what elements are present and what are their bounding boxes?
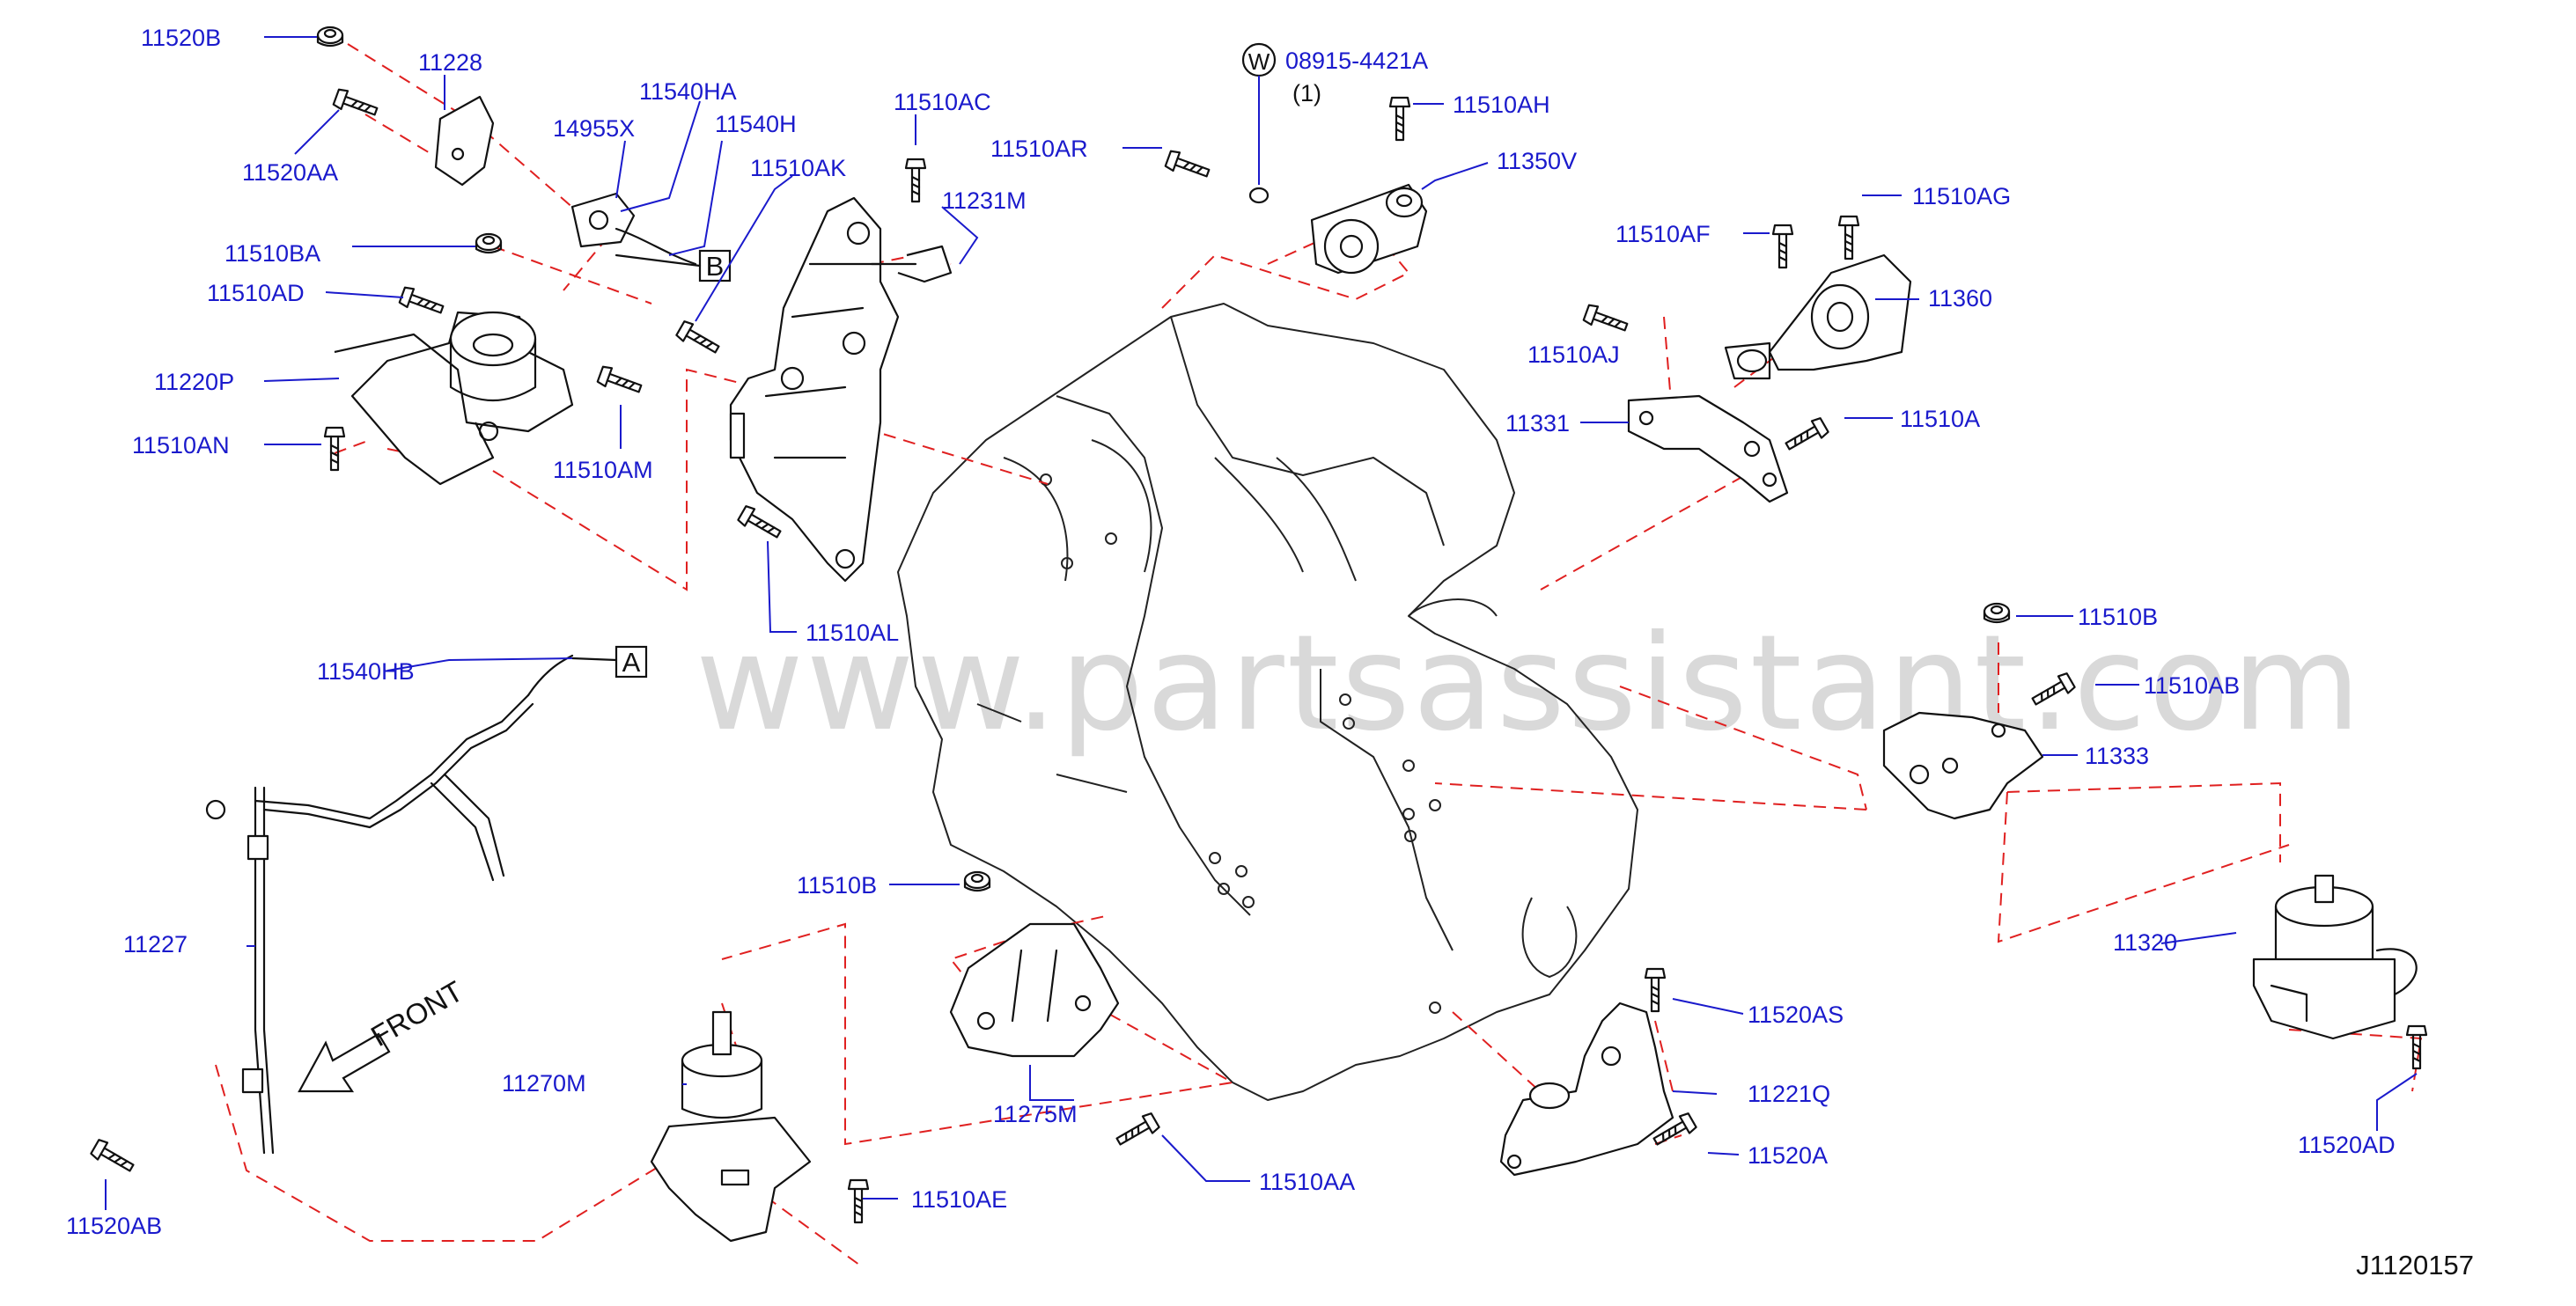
callout-11510AR[interactable]: 11510AR <box>990 136 1088 162</box>
callout-11520A[interactable]: 11520A <box>1748 1142 1828 1169</box>
callout-11520B[interactable]: 11520B <box>141 25 221 51</box>
engine-mount-11220P[interactable] <box>334 311 574 486</box>
callout-14955X[interactable]: 14955X <box>553 115 635 142</box>
bolt-11520AB[interactable] <box>89 1137 138 1178</box>
callout-11221Q[interactable]: 11221Q <box>1748 1081 1830 1107</box>
callout-11510AM[interactable]: 11510AM <box>553 457 653 483</box>
nut-11510BA[interactable] <box>475 232 503 254</box>
callout-11331[interactable]: 11331 <box>1505 410 1570 437</box>
callout-11510AK[interactable]: 11510AK <box>750 155 846 181</box>
bolt-11510A[interactable] <box>1781 415 1830 456</box>
bolt-11510AR[interactable] <box>1163 148 1212 184</box>
mount-11221Q[interactable] <box>1499 1002 1674 1177</box>
bolt-11510AH[interactable] <box>1388 96 1411 142</box>
bracket-11275M[interactable] <box>949 922 1120 1058</box>
callout-11510AL[interactable]: 11510AL <box>806 620 899 646</box>
engine-holes <box>1040 473 1441 1014</box>
washer-qty: (1) <box>1292 80 1321 106</box>
bracket-11333[interactable] <box>1882 711 2044 820</box>
front-label: FRONT <box>365 974 468 1053</box>
callout-11510AG[interactable]: 11510AG <box>1912 183 2011 209</box>
callout-11520AS[interactable]: 11520AS <box>1748 1002 1844 1028</box>
bolt-11510AE[interactable] <box>847 1178 870 1224</box>
callout-11333[interactable]: 11333 <box>2085 743 2149 769</box>
callout-11228[interactable]: 11228 <box>418 49 482 76</box>
bolt-11510AG[interactable] <box>1837 215 1860 260</box>
callout-11510AH[interactable]: 11510AH <box>1453 92 1550 118</box>
bracket-11231M[interactable] <box>729 196 953 583</box>
callout-11520AA[interactable]: 11520AA <box>242 159 338 186</box>
callout-11510B-right[interactable]: 11510B <box>2078 604 2158 630</box>
bolt-11520AD[interactable] <box>2405 1024 2428 1070</box>
tube-11227[interactable] <box>205 654 574 1155</box>
callout-11510BA[interactable]: 11510BA <box>224 240 320 267</box>
callout-11270M[interactable]: 11270M <box>502 1070 586 1097</box>
callout-11510AB[interactable]: 11510AB <box>2144 672 2240 699</box>
washer-08915-4421A[interactable] <box>1248 187 1270 204</box>
diagram-code: J1120157 <box>2356 1250 2474 1280</box>
callout-11520AB[interactable]: 11520AB <box>66 1213 162 1239</box>
front-arrow: FRONT <box>298 974 468 1093</box>
bracket-11228[interactable] <box>434 95 495 187</box>
washer-symbol: W <box>1241 42 1277 77</box>
torque-rod-11350V[interactable] <box>1310 183 1428 275</box>
nut-11510B-right[interactable] <box>1983 602 2011 624</box>
bolt-11510AK[interactable] <box>674 319 724 359</box>
bolt-11510AJ[interactable] <box>1581 302 1630 338</box>
callout-11227[interactable]: 11227 <box>123 931 188 957</box>
mount-11270M[interactable] <box>650 1010 812 1243</box>
callout-11360[interactable]: 11360 <box>1928 285 1992 312</box>
bolt-11510AC[interactable] <box>904 158 927 203</box>
bolt-11510AD[interactable] <box>397 284 446 320</box>
callout-11510B-center[interactable]: 11510B <box>797 872 877 899</box>
bolt-11520AA[interactable] <box>331 86 380 122</box>
bolt-11510AN[interactable] <box>323 426 346 472</box>
leader-lines <box>105 36 2418 1210</box>
nut-11520B[interactable] <box>316 26 344 48</box>
callout-11540HB[interactable]: 11540HB <box>317 658 415 685</box>
bolt-11510AA[interactable] <box>1112 1111 1161 1151</box>
ref-box-b: B <box>698 249 732 282</box>
callout-11231M[interactable]: 11231M <box>942 187 1027 214</box>
callout-11510AC[interactable]: 11510AC <box>894 89 991 115</box>
callout-11510AJ[interactable]: 11510AJ <box>1527 341 1620 368</box>
engine-block <box>897 303 1638 1101</box>
bolt-11510AF[interactable] <box>1771 224 1794 269</box>
callout-11540H[interactable]: 11540H <box>715 111 797 137</box>
callout-11510AD[interactable]: 11510AD <box>207 280 305 306</box>
mount-11360[interactable] <box>1724 253 1912 380</box>
bolt-11510AM[interactable] <box>595 363 644 400</box>
nut-11510B-center[interactable] <box>963 870 991 892</box>
callout-11540HA[interactable]: 11540HA <box>639 78 737 105</box>
callout-11520AD[interactable]: 11520AD <box>2298 1132 2396 1158</box>
callout-11220P[interactable]: 11220P <box>154 369 234 395</box>
svg-text:B: B <box>706 251 725 282</box>
solenoid-14955X[interactable] <box>570 192 697 266</box>
callout-11510AE[interactable]: 11510AE <box>911 1186 1007 1213</box>
callout-labels: 11520B 11228 11520AA 11540HA 14955X 1154… <box>66 25 2396 1239</box>
callout-11510AA[interactable]: 11510AA <box>1259 1169 1355 1195</box>
ref-box-a: A <box>615 645 648 679</box>
watermark: www.partsassistant.com <box>696 607 2363 760</box>
callout-11350V[interactable]: 11350V <box>1497 148 1577 174</box>
callout-11510A[interactable]: 11510A <box>1900 406 1980 432</box>
mount-11320[interactable] <box>2252 874 2418 1040</box>
callout-11510AF[interactable]: 11510AF <box>1616 221 1711 247</box>
callout-08915-4421A[interactable]: 08915-4421A <box>1285 48 1428 74</box>
bracket-11331[interactable] <box>1627 394 1789 503</box>
bolt-11510AL[interactable] <box>736 503 785 544</box>
callout-11510AN[interactable]: 11510AN <box>132 432 230 459</box>
svg-text:W: W <box>1248 48 1270 75</box>
callout-11320[interactable]: 11320 <box>2113 929 2177 956</box>
bolt-11520AS[interactable] <box>1644 967 1667 1013</box>
callout-11275M[interactable]: 11275M <box>993 1101 1078 1127</box>
svg-text:A: A <box>622 647 641 678</box>
